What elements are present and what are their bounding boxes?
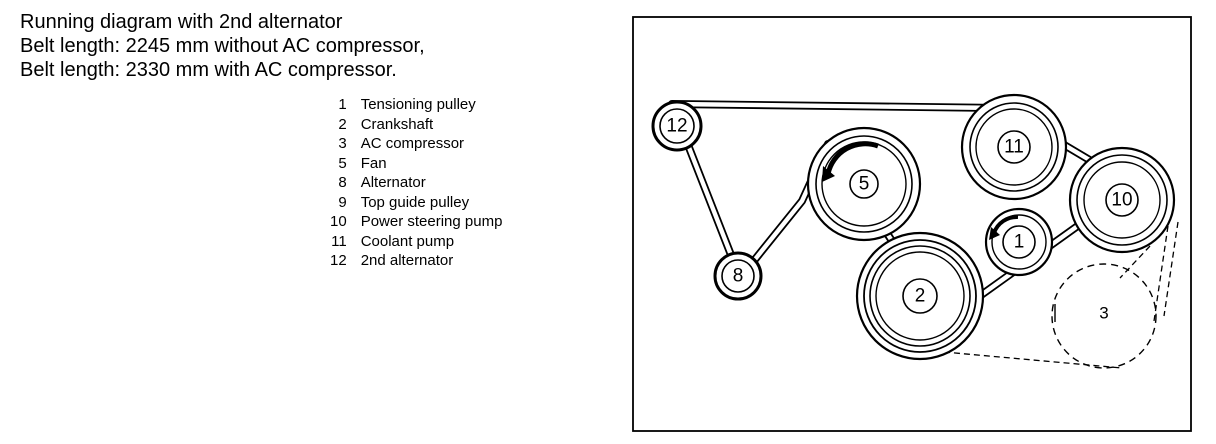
tensioning-pulley-label: 1 [1014,232,1025,253]
tensioning-pulley: 1 [984,207,1054,277]
legend-item: 12 2nd alternator [330,251,502,271]
legend-item: 11 Coolant pump [330,232,502,252]
legend-item: 5 Fan [330,154,502,174]
ac-compressor-pulley [1051,263,1157,369]
legend-number: 2 [338,115,347,133]
alternator-label: 8 [733,266,744,287]
belt-diagram: 3 12 8 5 11 10 [632,16,1192,432]
rotation-arrow-icon [825,141,879,175]
legend-label: Alternator [360,174,426,191]
legend-label: Tensioning pulley [360,96,476,113]
title-block: Running diagram with 2nd alternator Belt… [20,10,425,82]
legend-number: 12 [330,252,347,269]
rotation-arrowhead-icon [822,166,835,182]
legend-item: 9 Top guide pulley [330,193,502,213]
legend-label: 2nd alternator [360,252,454,269]
legend-item: 2 Crankshaft [330,115,502,135]
fan-pulley: 5 [806,126,922,242]
power-steering-label: 10 [1111,190,1132,211]
ac-compressor-label: 3 [1099,304,1108,323]
legend-label: Power steering pump [360,213,503,230]
ac-belt-route [943,221,1179,369]
coolant-pump-pulley: 11 [960,93,1068,201]
legend: 1 Tensioning pulley 2 Crankshaft 3 AC compr… [330,95,502,271]
crankshaft-label: 2 [915,286,926,307]
legend-item: 8 Alternator [330,173,502,193]
legend-label: Fan [360,154,387,172]
legend-label: Top guide pulley [360,193,470,211]
legend-label: Crankshaft [360,115,434,133]
legend-label: Coolant pump [360,232,455,250]
legend-label: AC compressor [360,135,465,152]
legend-number: 10 [330,213,347,230]
legend-item: 10 Power steering pump [330,212,502,232]
legend-number: 1 [338,96,347,113]
crankshaft-pulley: 2 [855,231,985,361]
second-alternator-pulley: 12 [651,100,703,152]
legend-item: 3 AC compressor [330,134,502,154]
legend-number: 3 [338,135,347,152]
legend-number: 9 [338,193,347,211]
rotation-arrowhead-icon [989,227,1000,240]
legend-item: 1 Tensioning pulley [330,95,502,115]
belt-length-without-ac: Belt length: 2245 mm without AC compress… [20,35,425,57]
power-steering-pulley: 10 [1068,146,1176,254]
fan-label: 5 [859,174,870,195]
legend-number: 8 [338,174,347,191]
diagram-title: Running diagram with 2nd alternator [20,11,343,33]
alternator-pulley: 8 [713,251,763,301]
coolant-pump-label: 11 [1004,137,1024,158]
legend-number: 5 [338,154,347,172]
second-alternator-label: 12 [666,116,687,137]
belt-length-with-ac: Belt length: 2330 mm with AC compressor. [20,59,397,81]
legend-number: 11 [331,232,347,250]
